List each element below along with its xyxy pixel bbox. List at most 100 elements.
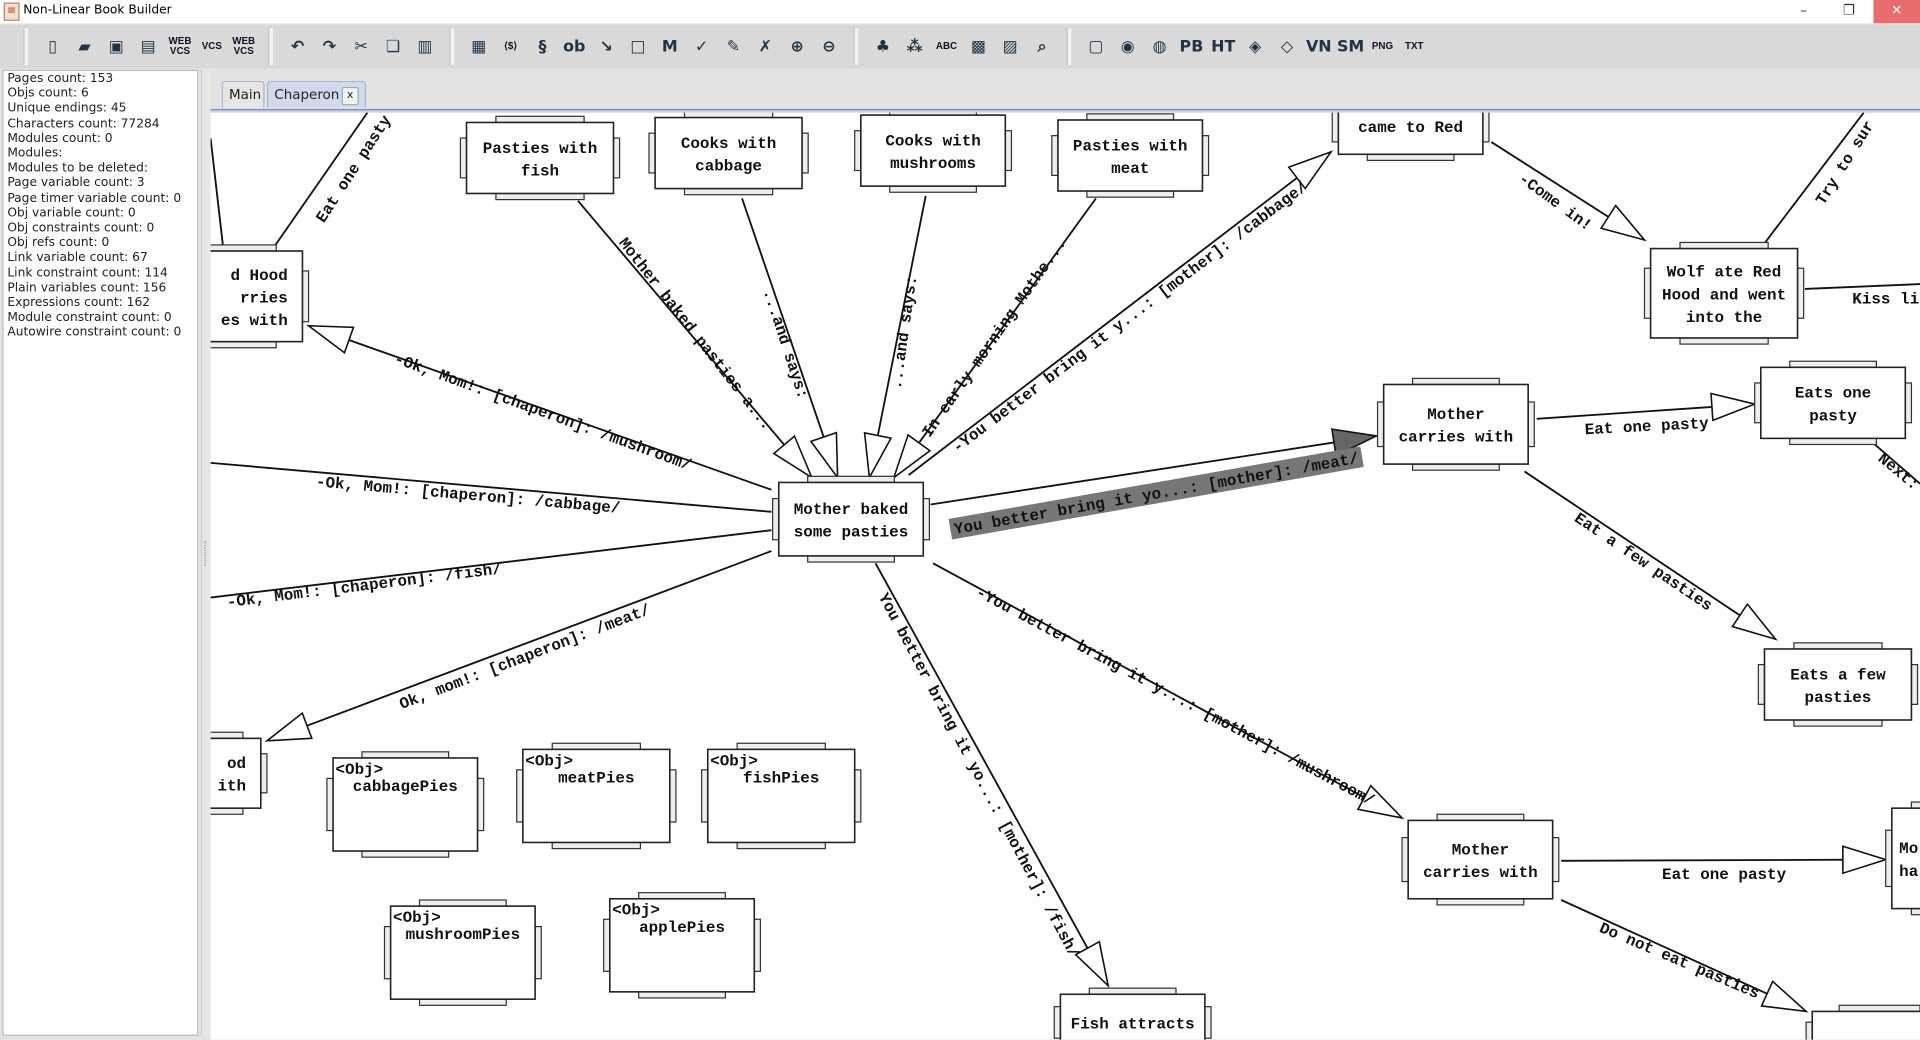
page-node[interactable]: [1805, 1004, 1920, 1040]
node-box[interactable]: [210, 250, 304, 343]
port-top[interactable]: [807, 475, 895, 484]
port-left[interactable]: [326, 777, 334, 832]
edge-line[interactable]: [1560, 899, 1809, 1013]
variable-icon[interactable]: ⟨$⟩: [504, 40, 518, 52]
port-bottom[interactable]: [1436, 898, 1525, 906]
port-left[interactable]: [1053, 1006, 1062, 1039]
object-box[interactable]: [609, 897, 756, 993]
edge-label[interactable]: -Ok, Mom!: [chaperon]: /fish/: [226, 560, 503, 612]
port-left[interactable]: [1331, 112, 1339, 143]
port-right[interactable]: [1004, 130, 1013, 172]
save-as-icon[interactable]: ▤: [140, 37, 156, 56]
port-right[interactable]: [612, 137, 621, 179]
port-bottom[interactable]: [210, 807, 244, 815]
export-png-icon[interactable]: PNG: [1371, 40, 1394, 52]
find-icon[interactable]: ⌕: [1037, 37, 1047, 56]
zoom-out-icon[interactable]: ⊖: [822, 37, 836, 56]
edge-line[interactable]: [863, 195, 927, 481]
paste-icon[interactable]: ▥: [417, 37, 433, 56]
port-top[interactable]: [1910, 801, 1920, 809]
edge-label[interactable]: You better bring it yo...: [mother]: /fi…: [874, 590, 1083, 961]
port-bottom[interactable]: [495, 192, 585, 201]
port-bottom[interactable]: [1793, 719, 1883, 727]
port-bottom[interactable]: [807, 555, 895, 563]
node-box[interactable]: [1891, 807, 1920, 910]
port-left[interactable]: [459, 137, 468, 179]
node-box[interactable]: [1059, 993, 1206, 1040]
tab-main[interactable]: Main: [221, 80, 265, 108]
splitter-grip[interactable]: [204, 541, 208, 566]
edge-line[interactable]: [264, 550, 772, 742]
edge-label[interactable]: You better bring it yo...: [mother]: /me…: [953, 450, 1360, 539]
page-node[interactable]: Fish attracts: [1053, 987, 1212, 1040]
port-left[interactable]: [516, 769, 524, 823]
edge-label[interactable]: Try to sur: [1813, 118, 1879, 208]
start-point-icon[interactable]: □: [630, 37, 646, 56]
edge-line[interactable]: [210, 529, 772, 599]
module-icon[interactable]: M: [661, 37, 678, 56]
edit-icon[interactable]: ✎: [726, 37, 741, 56]
port-right[interactable]: [922, 498, 931, 541]
export-vn-icon[interactable]: VN: [1305, 37, 1332, 56]
port-right[interactable]: [1204, 1006, 1212, 1039]
edge-line[interactable]: [930, 428, 1379, 506]
node-box[interactable]: [1649, 247, 1799, 339]
node-box[interactable]: [860, 114, 1007, 187]
port-bottom[interactable]: [210, 341, 277, 349]
port-right[interactable]: [753, 918, 762, 972]
link-edge[interactable]: -You better bring it y...: [mother]: /ca…: [908, 150, 1334, 476]
edge-label[interactable]: -You better bring it y...: [mother]: /mu…: [973, 584, 1378, 811]
port-top[interactable]: [1436, 813, 1525, 822]
node-box[interactable]: [1811, 1010, 1920, 1040]
port-right[interactable]: [1201, 135, 1210, 177]
edge-line[interactable]: [577, 200, 814, 480]
edge-line[interactable]: [1872, 442, 1920, 485]
edge-line[interactable]: [1536, 392, 1758, 422]
port-right[interactable]: [301, 270, 310, 323]
port-right[interactable]: [1904, 382, 1913, 424]
leaf-icon[interactable]: ♣: [875, 37, 890, 56]
port-top[interactable]: [1793, 642, 1883, 650]
port-top[interactable]: [495, 115, 585, 124]
port-top[interactable]: [1679, 241, 1769, 250]
close-tab-icon[interactable]: x: [341, 86, 359, 106]
link-icon[interactable]: ↘: [599, 37, 613, 56]
export-pb-icon[interactable]: PB: [1179, 37, 1204, 56]
link-edge[interactable]: Eat one pasty: [274, 112, 396, 246]
link-edge[interactable]: In early morning Mothe...: [892, 197, 1097, 480]
export-icon[interactable]: ▢: [1088, 37, 1104, 56]
port-top[interactable]: [638, 892, 727, 900]
edge-label[interactable]: Eat one pasty: [1584, 415, 1709, 439]
edge-line[interactable]: [932, 562, 1405, 820]
tab-chaperon[interactable]: Chaperon x: [266, 80, 367, 108]
port-left[interactable]: [1757, 663, 1766, 705]
port-bottom[interactable]: [638, 991, 727, 999]
port-top[interactable]: [1086, 113, 1175, 121]
port-top[interactable]: [1789, 360, 1878, 368]
port-bottom[interactable]: [683, 187, 774, 196]
export-green-icon[interactable]: ◍: [1152, 37, 1167, 56]
link-edge[interactable]: Eat one pasty: [1561, 845, 1889, 885]
link-edge[interactable]: Eat a few pasties: [1523, 470, 1778, 641]
link-edge[interactable]: [210, 138, 224, 246]
node-box[interactable]: [1337, 112, 1484, 156]
port-top[interactable]: [736, 742, 826, 751]
port-left[interactable]: [772, 498, 780, 541]
node-box[interactable]: [1763, 648, 1913, 721]
port-bottom[interactable]: [418, 998, 507, 1006]
port-top[interactable]: [1838, 1004, 1920, 1013]
edge-line[interactable]: [1490, 141, 1647, 242]
port-left[interactable]: [1643, 267, 1652, 319]
edge-label[interactable]: Mother baked pasties a...: [614, 235, 775, 434]
export-red-icon[interactable]: ◉: [1120, 37, 1135, 56]
edge-label[interactable]: Ok, mom!: [chaperon]: /meat/: [397, 601, 653, 714]
port-left[interactable]: [1376, 401, 1385, 448]
